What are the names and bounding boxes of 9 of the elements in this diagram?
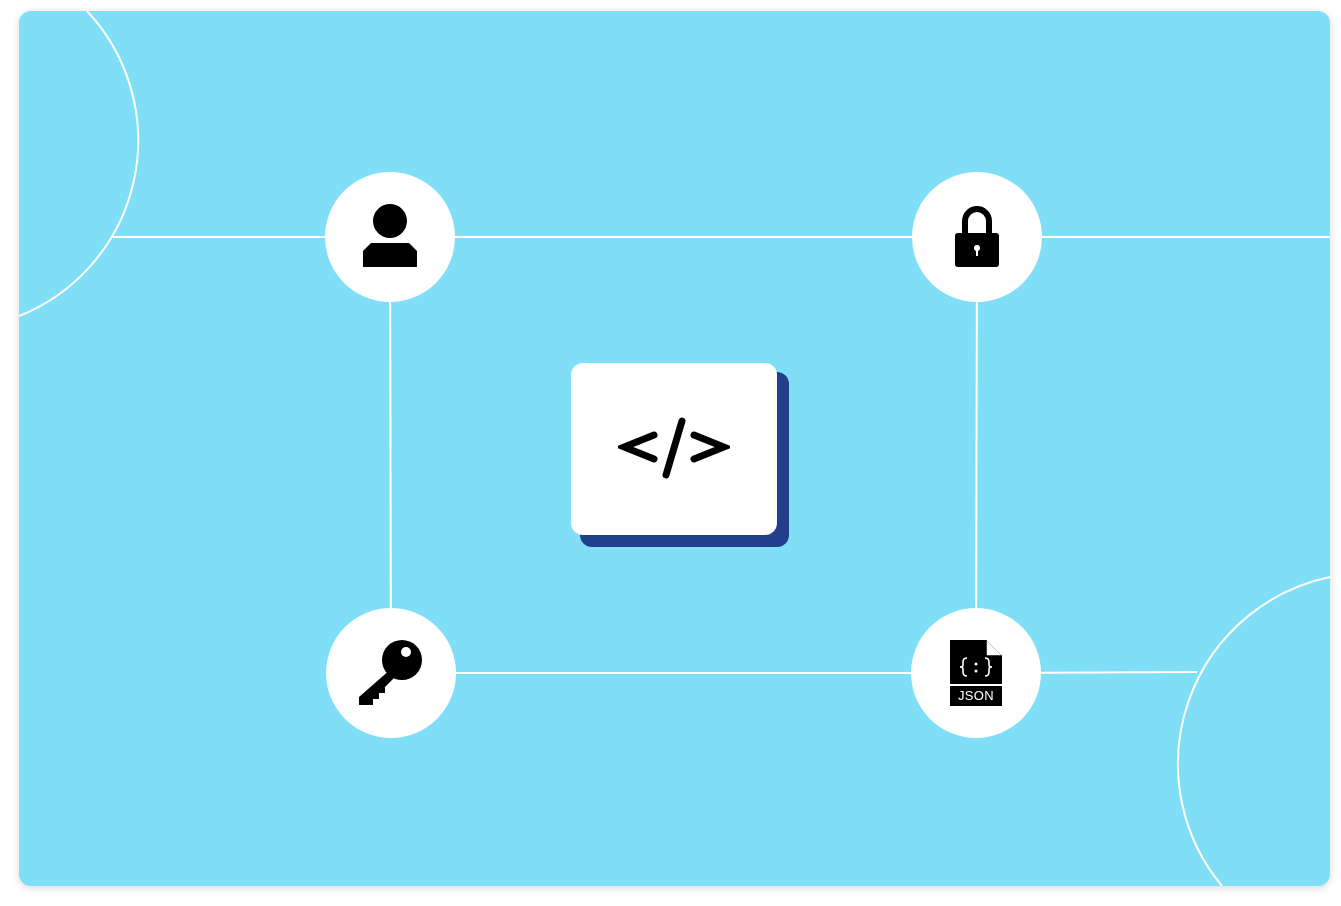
connector-line — [1040, 671, 1198, 674]
connector-line — [455, 672, 912, 674]
connector-line — [454, 236, 913, 238]
connector-line — [112, 236, 326, 238]
connector-line — [1041, 236, 1331, 238]
code-card — [571, 363, 777, 535]
connector-line — [389, 301, 392, 609]
connector-line — [975, 301, 978, 609]
file-type-label: JSON — [950, 686, 1002, 706]
